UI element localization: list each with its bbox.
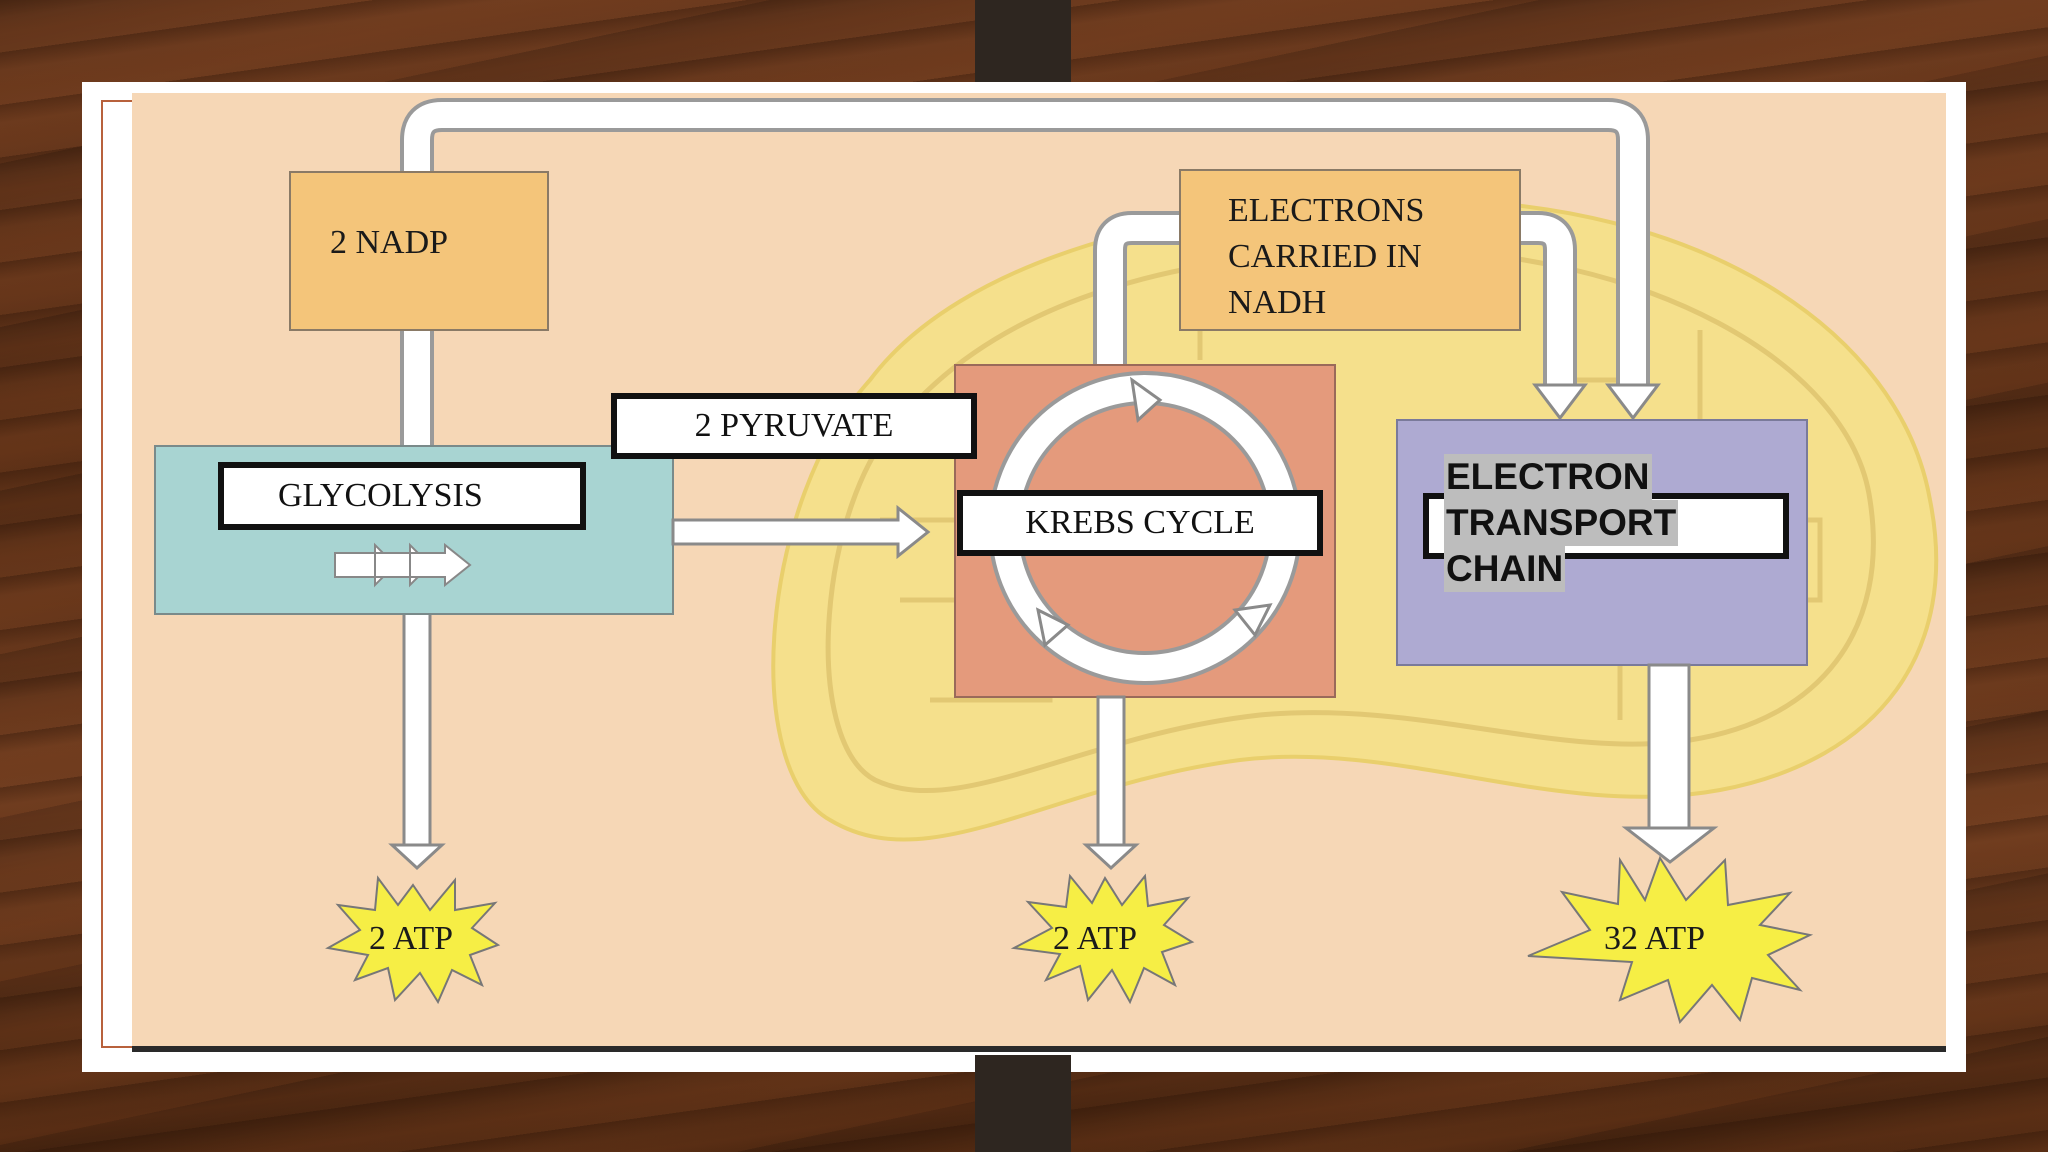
glycolysis-to-krebs-arrow [671, 504, 931, 560]
etc-label-line3: CHAIN [1444, 546, 1566, 592]
frame-strap-top [975, 0, 1071, 95]
glycolysis-atp-arrow [388, 608, 446, 871]
electron-transport-chain-label: ELECTRON TRANSPORT CHAIN [1444, 454, 1679, 592]
atp-krebs-label: 2 ATP [1053, 920, 1138, 957]
krebs-atp-arrow [1082, 695, 1140, 871]
nadp-to-etc-arrow [400, 98, 1662, 445]
atp-etc-label: 32 ATP [1604, 920, 1706, 957]
glycolysis-flow-arrows [334, 542, 472, 588]
electrons-nadh-label-line1: ELECTRONS [1228, 192, 1425, 229]
frame-strap-bottom [975, 1055, 1071, 1152]
electrons-nadh-label-line3: NADH [1228, 284, 1327, 321]
electrons-nadh-box [1179, 169, 1521, 331]
atp-burst-etc [1527, 855, 1814, 1025]
nadp-box [289, 171, 549, 331]
atp-burst-glycolysis [325, 875, 501, 1005]
pyruvate-label: 2 PYRUVATE [611, 393, 977, 459]
electrons-nadh-label-line2: CARRIED IN [1228, 238, 1422, 275]
nadp-label: 2 NADP [330, 224, 449, 261]
atp-burst-krebs [1010, 873, 1195, 1005]
krebs-cycle-label: KREBS CYCLE [957, 490, 1323, 556]
etc-label-line1: ELECTRON [1444, 454, 1652, 500]
diagram-panel-bottom-shadow [132, 1046, 1946, 1052]
atp-glycolysis-label: 2 ATP [369, 920, 454, 957]
etc-atp-arrow [1621, 663, 1719, 864]
electrons-nadh-label: ELECTRONS CARRIED IN NADH [1228, 188, 1424, 326]
glycolysis-label: GLYCOLYSIS [218, 462, 586, 530]
etc-label-line2: TRANSPORT [1444, 500, 1679, 546]
